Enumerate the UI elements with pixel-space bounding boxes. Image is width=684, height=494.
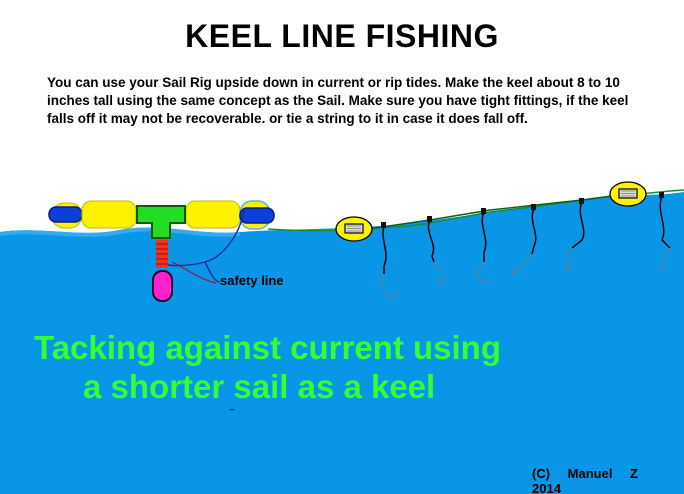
- keel-spring-texture: [156, 243, 168, 265]
- caption-line-2: a shorter sail as a keel: [83, 368, 436, 405]
- stray-mark: [230, 409, 234, 411]
- dropper-4: [512, 207, 537, 278]
- rig-float-yellow-1: [81, 200, 137, 229]
- dropper-6: [658, 195, 671, 270]
- intro-paragraph: You can use your Sail Rig upside down in…: [47, 75, 629, 126]
- keel-magenta: [152, 270, 173, 302]
- dropper-5: [566, 201, 585, 273]
- dropper-lines: [381, 192, 671, 300]
- rig-float-yellow-2: [185, 200, 241, 229]
- rig-float-left-blue: [48, 206, 83, 223]
- dropper-3: [476, 211, 490, 284]
- sail-rig: [48, 200, 275, 302]
- line-float-2: [609, 181, 647, 207]
- mid-line-segment: [367, 195, 613, 230]
- safety-line-pointer: [171, 261, 217, 284]
- dropper-knots: [381, 192, 664, 228]
- dropper-1: [381, 225, 401, 300]
- safety-line: [167, 209, 245, 283]
- page-title: KEEL LINE FISHING: [185, 18, 499, 54]
- dropper-2: [427, 219, 446, 285]
- water-surface-highlight: [0, 227, 241, 237]
- copyright-notice: (C) Manuel Z 2014: [532, 466, 638, 494]
- safety-line-label: safety line: [220, 273, 284, 288]
- line-float-1: [335, 216, 373, 242]
- green-t-connector: [136, 205, 186, 239]
- water-body: [0, 192, 684, 494]
- caption-line-1: Tacking against current using: [34, 329, 501, 366]
- rig-float-right-blue: [239, 207, 275, 224]
